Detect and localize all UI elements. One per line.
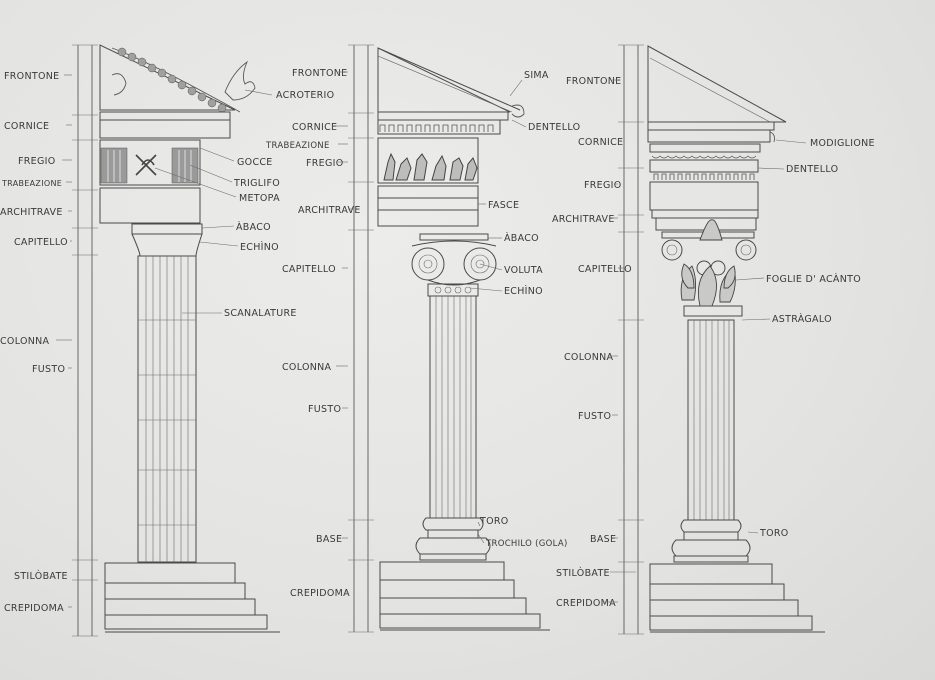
- corinthian-label-architrave: ARCHITRAVE: [552, 214, 615, 225]
- corinthian-label-colonna: COLONNA: [564, 352, 614, 363]
- corinthian-label-foglie: FOGLIE D' ACÀNTO: [766, 273, 861, 285]
- corinthian-label-fusto: FUSTO: [578, 411, 611, 422]
- ionic-label-trochilo: TROCHILO (GOLA): [485, 539, 568, 549]
- ionic-label-capitello: CAPITELLO: [282, 264, 336, 275]
- ionic-label-toro: TORO: [479, 516, 509, 527]
- doric-label-triglifo: TRIGLIFO: [233, 178, 280, 189]
- doric-order: FRONTONE CORNICE FREGIO TRABEAZIONE ARCH…: [0, 44, 334, 637]
- corinthian-label-cornice: CORNICE: [578, 137, 623, 148]
- ionic-label-base: BASE: [316, 534, 342, 545]
- doric-label-architrave: ARCHITRAVE: [0, 207, 63, 218]
- corinthian-label-modiglione: MODIGLIONE: [810, 138, 875, 149]
- doric-label-cornice: CORNICE: [4, 121, 49, 132]
- doric-label-scanalature: SCANALATURE: [224, 308, 297, 319]
- doric-label-fregio: FREGIO: [18, 156, 56, 167]
- doric-label-acroterio: ACROTERIO: [276, 90, 334, 101]
- corinthian-label-capitello: CAPITELLO: [578, 264, 632, 275]
- ionic-label-voluta: VOLUTA: [504, 265, 543, 276]
- corinthian-label-stilobate: STILÒBATE: [556, 567, 610, 579]
- corinthian-label-astragalo: ASTRÀGALO: [772, 313, 832, 325]
- doric-label-metopa: METOPA: [239, 193, 280, 204]
- corinthian-label-frontone: FRONTONE: [566, 76, 621, 87]
- doric-label-capitello: CAPITELLO: [14, 237, 68, 248]
- ionic-label-colonna: COLONNA: [282, 362, 332, 373]
- doric-label-echino: ECHÌNO: [240, 241, 279, 253]
- corinthian-label-base: BASE: [590, 534, 616, 545]
- doric-label-crepidoma: CREPIDOMA: [4, 603, 64, 614]
- corinthian-label-crepidoma: CREPIDOMA: [556, 598, 616, 609]
- ionic-label-frontone: FRONTONE: [292, 68, 347, 79]
- corinthian-order: FRONTONE CORNICE FREGIO ARCHITRAVE CAPIT…: [552, 44, 875, 635]
- doric-label-fusto: FUSTO: [32, 364, 65, 375]
- doric-label-gocce: GOCCE: [237, 157, 273, 168]
- doric-label-stilobate: STILÒBATE: [14, 570, 68, 582]
- ionic-order: FRONTONE CORNICE TRABEAZIONE FREGIO ARCH…: [265, 44, 580, 633]
- ionic-label-sima: SIMA: [524, 70, 549, 81]
- ionic-label-cornice: CORNICE: [292, 122, 337, 133]
- ionic-label-trabeazione: TRABEAZIONE: [265, 141, 330, 151]
- ionic-label-abaco: ÀBACO: [504, 232, 539, 244]
- ionic-label-fusto: FUSTO: [308, 404, 341, 415]
- doric-label-colonna: COLONNA: [0, 336, 50, 347]
- doric-label-trabeazione: TRABEAZIONE: [1, 179, 62, 188]
- corinthian-label-fregio: FREGIO: [584, 180, 622, 191]
- ionic-label-fasce: FASCE: [488, 200, 519, 211]
- corinthian-label-toro: TORO: [759, 528, 789, 539]
- corinthian-label-dentello: DENTELLO: [786, 164, 838, 175]
- doric-label-frontone: FRONTONE: [4, 71, 59, 82]
- ionic-label-crepidoma: CREPIDOMA: [290, 588, 350, 599]
- ionic-label-dentello: DENTELLO: [528, 122, 580, 133]
- doric-label-abaco: ÀBACO: [236, 221, 271, 233]
- ionic-label-architrave: ARCHITRAVE: [298, 205, 361, 216]
- ionic-label-fregio: FREGIO: [306, 158, 344, 169]
- ionic-label-echino: ECHÌNO: [504, 285, 543, 297]
